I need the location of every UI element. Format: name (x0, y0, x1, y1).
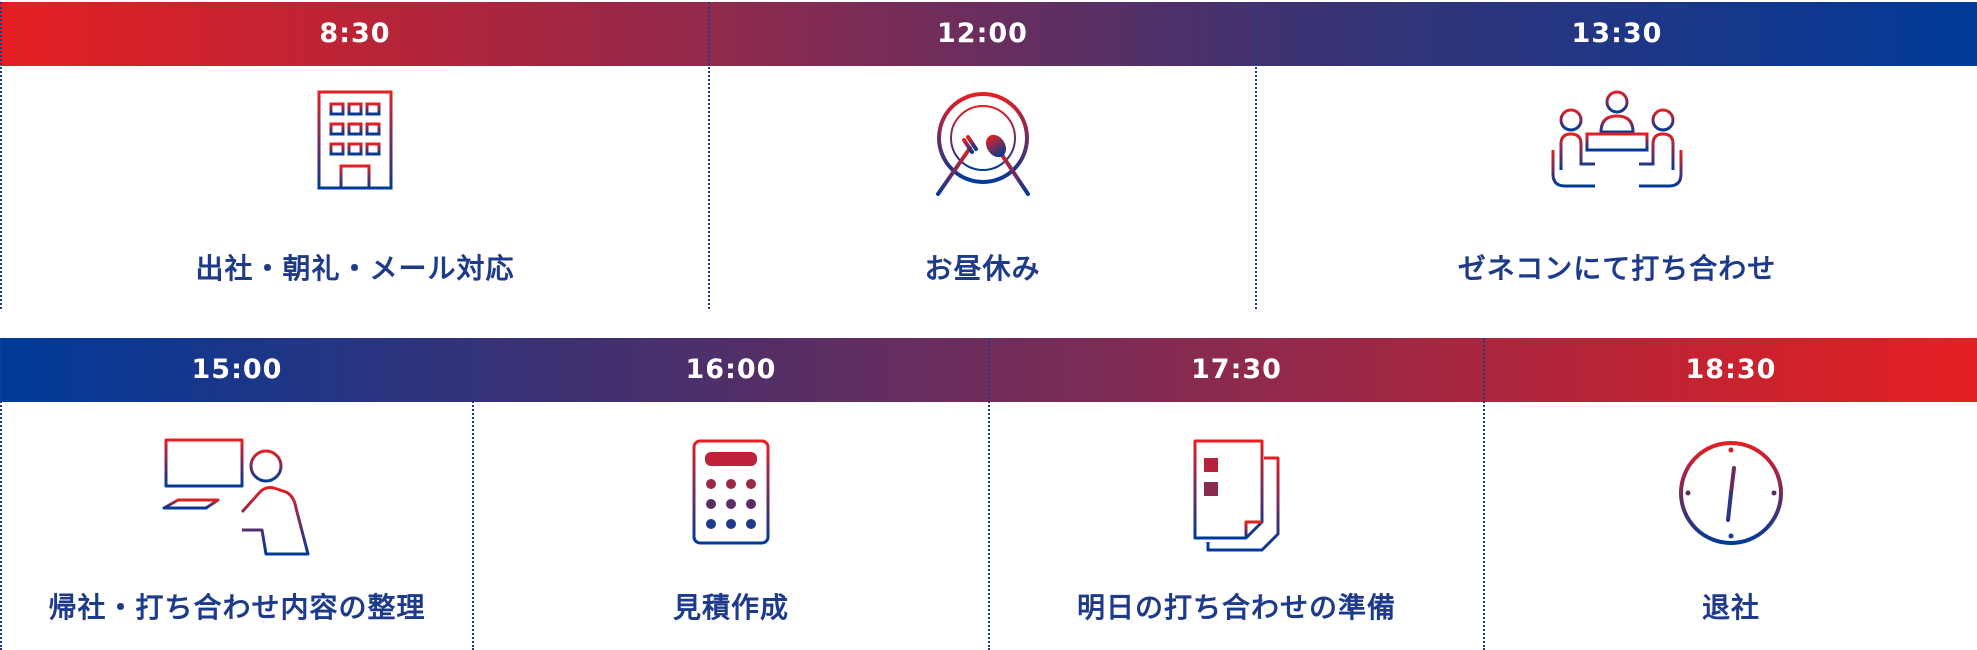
schedule-label: 帰社・打ち合わせ内容の整理 (48, 591, 426, 624)
schedule-item-1200: 12:00 お昼休み (708, 2, 1255, 309)
desk-computer-icon (162, 438, 310, 556)
office-building-icon (317, 90, 393, 190)
schedule-label: 明日の打ち合わせの準備 (1076, 591, 1396, 624)
schedule-item-1330: 13:30 ゼネコンにて打ち合わせ (1255, 2, 1977, 309)
schedule-time: 13:30 (1571, 18, 1663, 49)
schedule-label: 出社・朝礼・メール対応 (195, 252, 515, 285)
schedule-time: 8:30 (319, 18, 391, 49)
documents-icon (1193, 439, 1279, 552)
schedule-label: 退社 (1701, 591, 1760, 624)
schedule-time: 17:30 (1191, 354, 1282, 385)
schedule-item-0830: 8:30 出社・朝礼・メール対応 (0, 2, 708, 309)
schedule-item-1600: 16:00 見積作成 (472, 338, 988, 650)
schedule-time: 15:00 (191, 354, 283, 385)
clock-icon (1679, 441, 1783, 545)
schedule-time: 18:30 (1685, 354, 1777, 385)
schedule-time: 12:00 (937, 18, 1028, 49)
schedule-row-afternoon: 15:00 帰社・打ち合わせ内容の整理 16:00 (0, 338, 1977, 650)
plate-fork-spoon-icon (935, 92, 1030, 196)
schedule-item-1830: 18:30 退社 (1483, 338, 1977, 650)
meeting-icon (1551, 90, 1683, 192)
calculator-icon (692, 439, 770, 545)
schedule-label: 見積作成 (672, 591, 789, 624)
schedule-label: お昼休み (924, 252, 1041, 285)
schedule-row-morning: 8:30 出社・朝礼・メール対応 12:00 (0, 2, 1977, 309)
schedule-item-1500: 15:00 帰社・打ち合わせ内容の整理 (0, 338, 472, 650)
time-bar (0, 2, 1977, 66)
schedule-label: ゼネコンにて打ち合わせ (1457, 252, 1777, 285)
schedule-time: 16:00 (685, 354, 777, 385)
schedule-item-1730: 17:30 明日の打ち合わせの準備 (988, 338, 1483, 650)
